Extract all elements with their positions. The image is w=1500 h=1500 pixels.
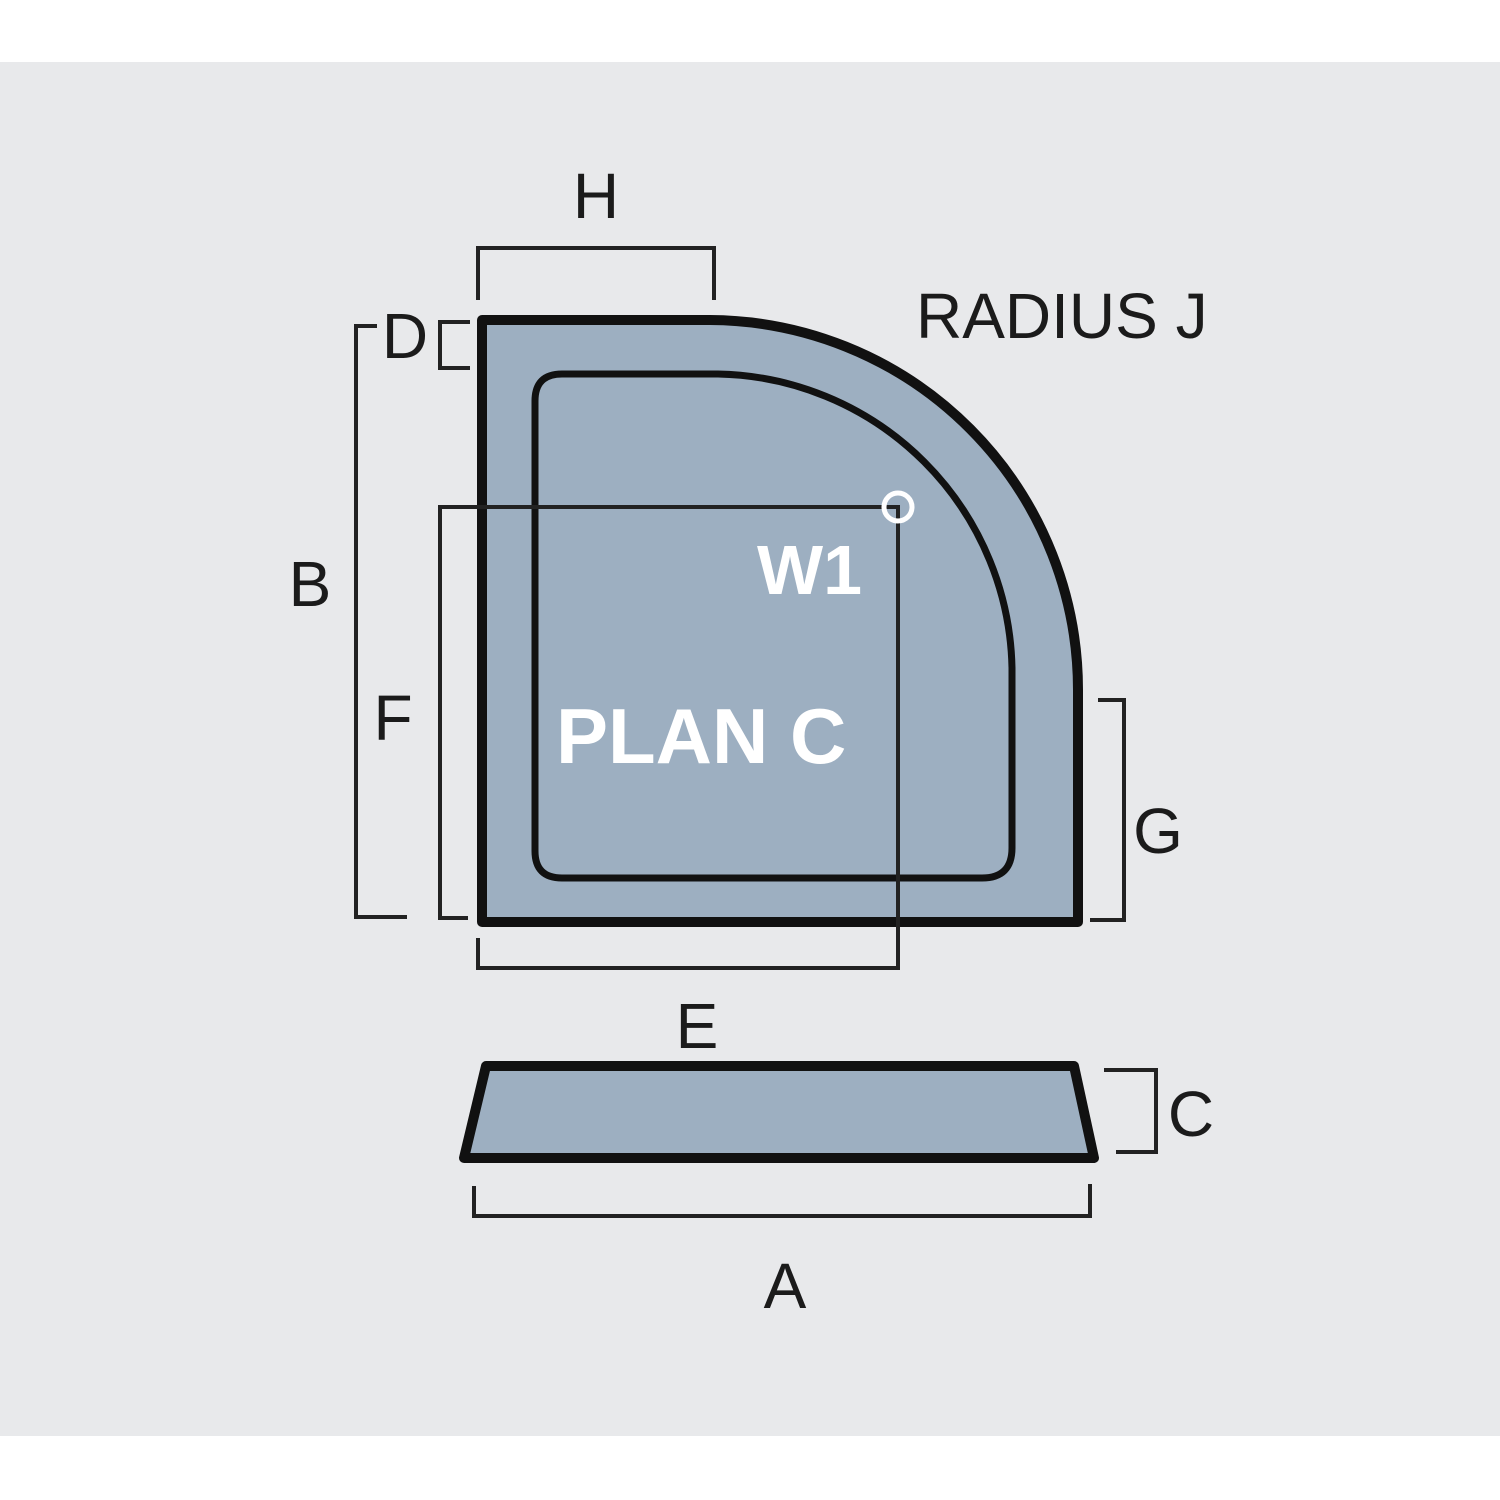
label-e: E (676, 990, 719, 1062)
bracket-d (438, 320, 470, 370)
bracket-c (1104, 1068, 1158, 1154)
label-w1: W1 (757, 531, 862, 609)
label-plan: PLAN C (556, 692, 846, 780)
label-f: F (373, 682, 412, 754)
bracket-b (354, 324, 407, 919)
label-radius: RADIUS J (916, 280, 1208, 352)
label-d: D (382, 300, 428, 372)
bracket-a (472, 1184, 1092, 1218)
label-h: H (573, 160, 619, 232)
bracket-g (1090, 698, 1126, 922)
tray-plan-inner-outline (531, 370, 1016, 882)
bracket-h (476, 246, 716, 300)
label-g: G (1133, 795, 1183, 867)
label-c: C (1168, 1078, 1214, 1150)
waste-marker-icon (881, 490, 915, 524)
label-b: B (289, 548, 332, 620)
label-a: A (764, 1250, 807, 1322)
tray-side-profile (459, 1061, 1099, 1163)
bracket-e (476, 938, 900, 970)
